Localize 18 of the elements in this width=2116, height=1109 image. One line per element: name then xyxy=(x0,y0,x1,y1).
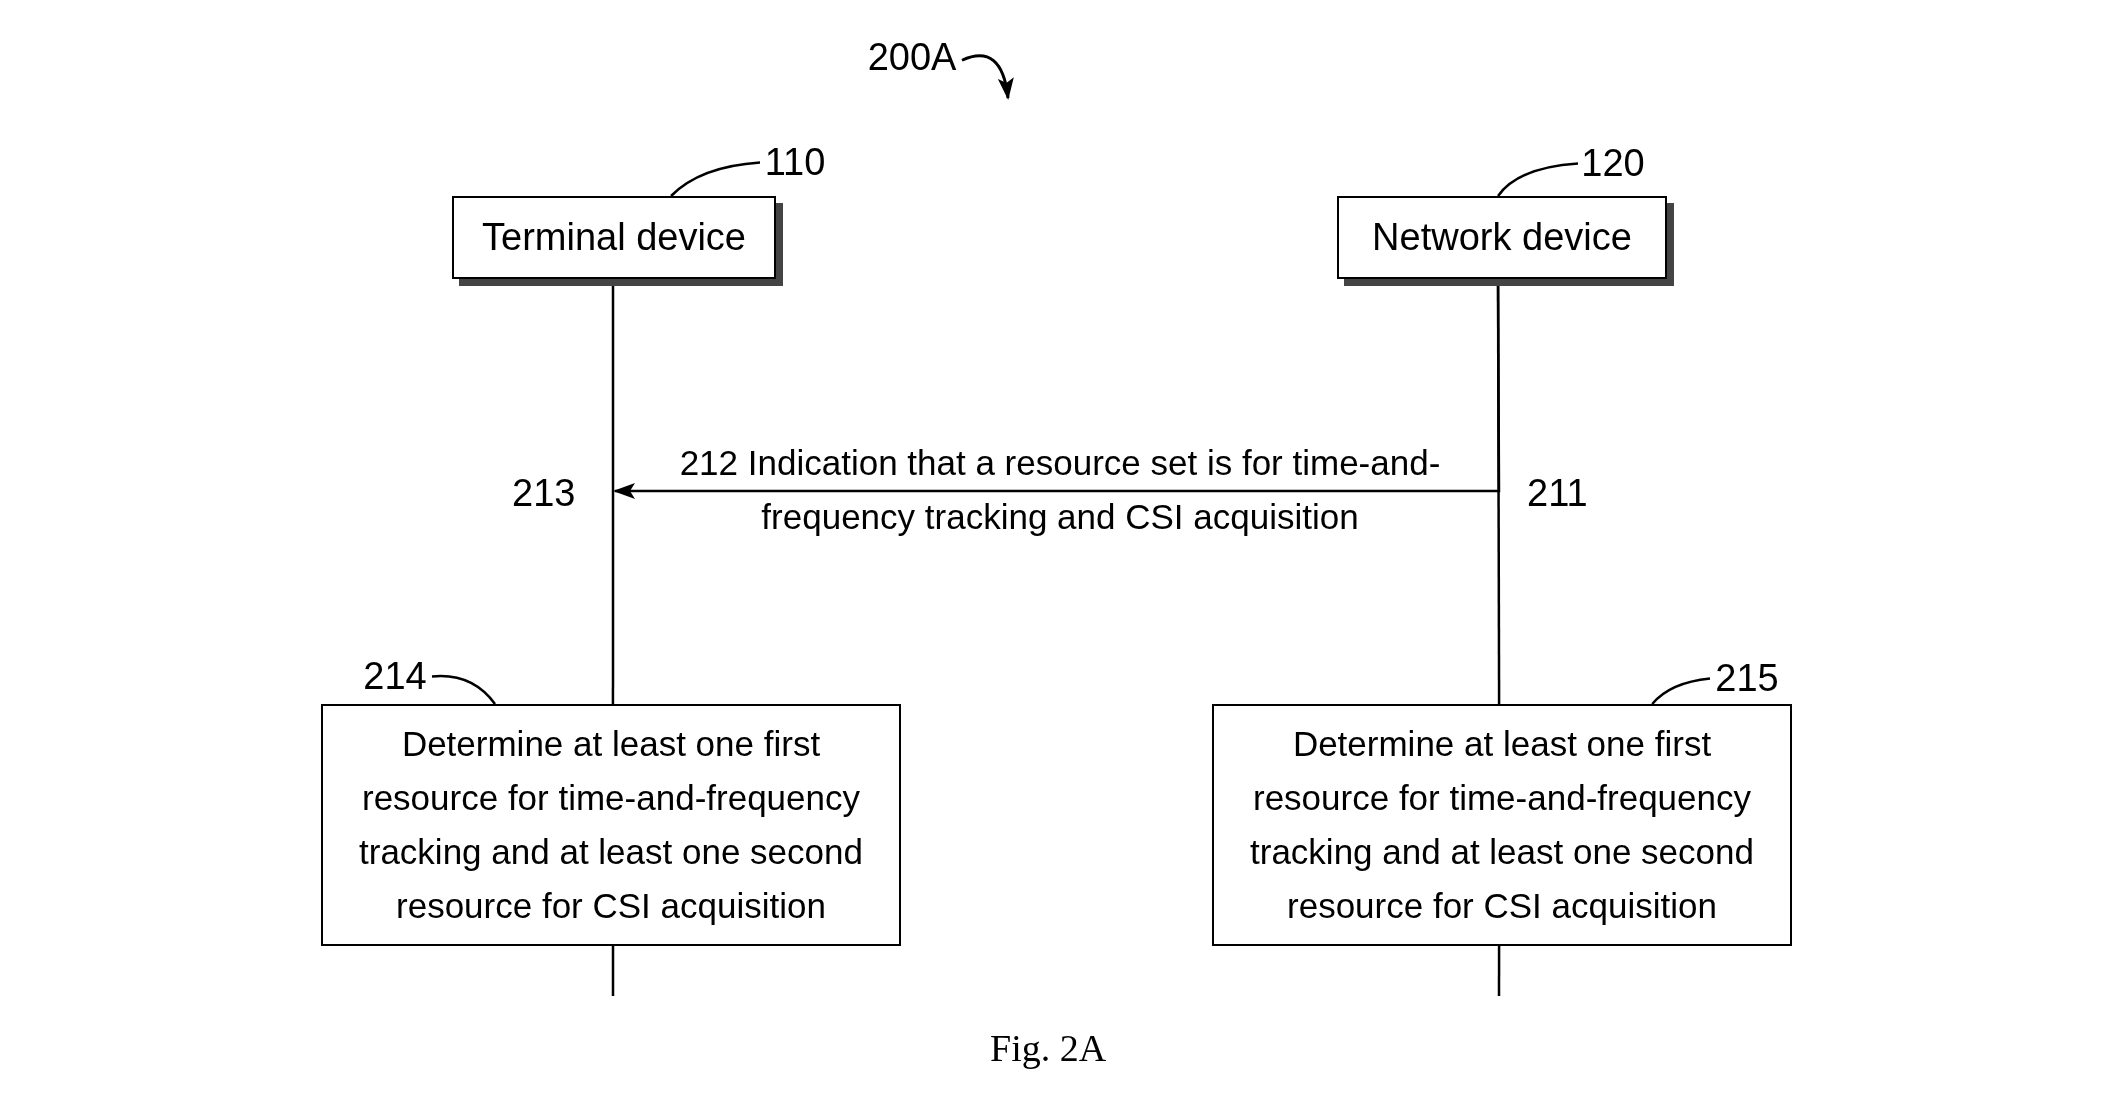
lifeline xyxy=(611,946,615,996)
leader-line xyxy=(1651,677,1711,705)
leader-line xyxy=(431,674,496,705)
step-number: 211 xyxy=(1527,472,1588,515)
reference-numeral: 110 xyxy=(760,140,830,185)
leader-line xyxy=(1497,162,1579,197)
leader-line xyxy=(670,161,761,197)
lifeline xyxy=(1497,946,1501,996)
reference-numeral: 214 xyxy=(358,654,432,699)
process-box: Determine at least one first resource for time-and-frequency tracking and at least one second resource for CSI acquisition xyxy=(1212,704,1792,946)
figure-caption: Fig. 2A xyxy=(990,1026,1107,1070)
reference-numeral: 120 xyxy=(1578,141,1648,186)
process-box: Determine at least one first resource for time-and-frequency tracking and at least one second resource for CSI acquisition xyxy=(321,704,901,946)
reference-numeral: 215 xyxy=(1710,656,1784,701)
reference-numeral: 200A xyxy=(862,30,962,85)
step-number: 213 xyxy=(512,472,576,515)
curved-arrow xyxy=(961,54,1014,100)
edge-label: 212 Indication that a resource set is for time-and-frequency tracking and CSI acquisition xyxy=(678,442,1442,538)
